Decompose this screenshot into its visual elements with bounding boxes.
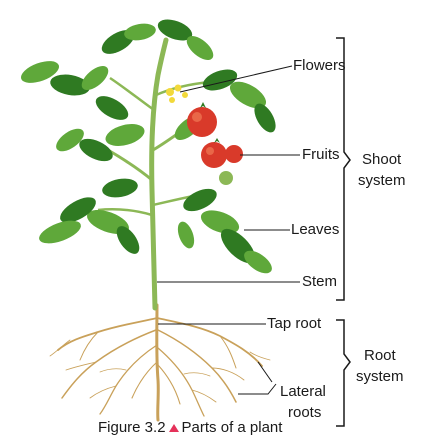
- label-lateral-roots-line1: Lateral: [280, 384, 326, 401]
- fruits-drawing: [187, 102, 243, 185]
- label-tap-root: Tap root: [267, 316, 321, 333]
- stem-drawing: [98, 40, 215, 308]
- caption-number: Figure 3.2: [98, 419, 166, 436]
- label-leaves: Leaves: [291, 222, 339, 239]
- label-flowers: Flowers: [293, 58, 346, 75]
- lateral-roots-pointer-2: [258, 362, 272, 382]
- root-system-drawing: [50, 305, 270, 420]
- label-fruits: Fruits: [302, 147, 340, 164]
- caption-marker-icon: [169, 424, 179, 432]
- caption-text: Parts of a plant: [182, 419, 283, 436]
- root-system-bracket: [336, 320, 350, 426]
- group-root-line1: Root: [364, 348, 396, 365]
- group-shoot-line2: system: [358, 173, 406, 190]
- figure-caption: Figure 3.2 Parts of a plant: [98, 419, 282, 436]
- leaves-drawing: [18, 15, 280, 277]
- group-root-line2: system: [356, 369, 404, 386]
- label-lateral-roots-line2: roots: [288, 405, 321, 422]
- lateral-roots-pointer: [238, 384, 276, 394]
- group-shoot-line1: Shoot: [362, 152, 401, 169]
- shoot-system-bracket: [336, 38, 350, 300]
- label-stem: Stem: [302, 274, 337, 291]
- flowers-drawing: [166, 85, 188, 104]
